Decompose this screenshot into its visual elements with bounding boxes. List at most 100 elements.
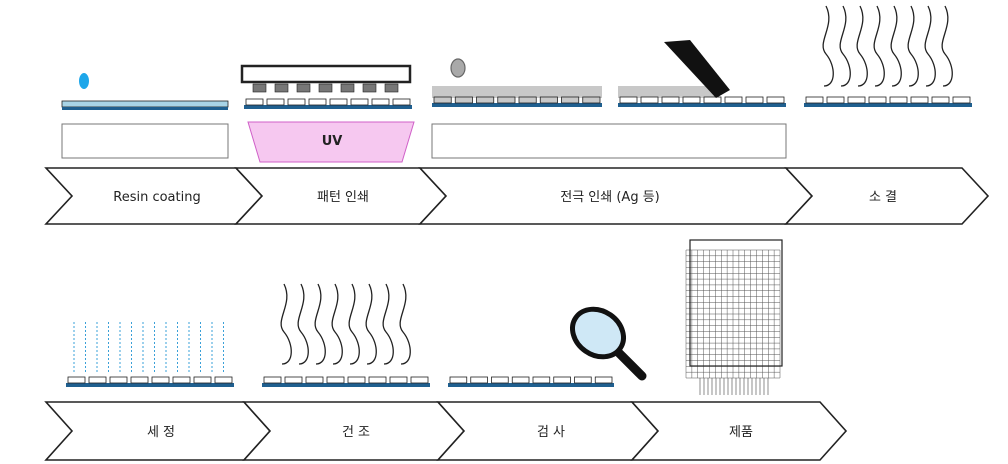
drying-substrate-pattern-cell	[326, 376, 345, 384]
sintering-heat-wave	[822, 5, 834, 87]
cleaning-substrate-pattern-cell	[151, 376, 170, 384]
sintering-substrate-pattern-cell	[847, 96, 866, 104]
pattern-substrate-pattern-cell	[308, 98, 327, 106]
sintering-substrate-pattern-cell	[910, 96, 929, 104]
product-frame	[689, 239, 783, 367]
pattern-mold-tooth	[296, 83, 311, 93]
drying-substrate-base	[262, 383, 430, 387]
sintering-substrate-base	[804, 103, 972, 107]
drying-heat-wave	[365, 283, 377, 365]
sintering-heat-wave	[873, 5, 885, 87]
sintering-substrate-pattern-cell	[931, 96, 950, 104]
squeegee-icon	[664, 40, 730, 98]
drying-heat-wave	[314, 283, 326, 365]
pattern-mold-tooth	[340, 83, 355, 93]
cleaning-substrate-pattern-cell	[88, 376, 107, 384]
drying-substrate-pattern-cell	[263, 376, 282, 384]
pattern-mold-tooth	[384, 83, 399, 93]
step-label-resin-coating: Resin coating	[113, 190, 200, 205]
drying-heat-wave	[382, 283, 394, 365]
cleaning-substrate-pattern-cell	[109, 376, 128, 384]
electrode-substrate-2-pattern-cell	[766, 96, 785, 104]
silver-paste-drop-icon	[450, 58, 466, 78]
step-label-electrode-print: 전극 인쇄 (Ag 등)	[560, 190, 660, 205]
electrode-substrate-1-base	[432, 103, 602, 107]
drying-substrate-pattern-cell	[284, 376, 303, 384]
inspection-substrate-pattern-cell	[449, 376, 468, 384]
magnifier-lens-icon	[570, 306, 626, 360]
electrode-substrate-1-pattern-cell	[539, 96, 558, 104]
resin-substrate-base	[62, 107, 228, 110]
pattern-mold-tooth	[318, 83, 333, 93]
electrode-substrate-2-pattern-cell	[640, 96, 659, 104]
pattern-mold-tooth	[274, 83, 289, 93]
step-label-cleaning: 세 정	[147, 425, 175, 440]
cleaning-substrate-pattern-cell	[214, 376, 233, 384]
electrode-substrate-1-pattern-cell	[454, 96, 473, 104]
drying-heat-wave	[399, 283, 411, 365]
electrode-substrate-2-pattern-cell	[619, 96, 638, 104]
electrode-paste-layer	[432, 86, 602, 98]
inspection-substrate-base	[448, 383, 614, 387]
step-label-pattern-print: 패턴 인쇄	[317, 190, 369, 205]
pattern-substrate-pattern-cell	[266, 98, 285, 106]
inspection-substrate-pattern-cell	[553, 376, 571, 384]
cleaning-substrate-pattern-cell	[193, 376, 212, 384]
drying-heat-wave	[297, 283, 309, 365]
electrode-substrate-2-base	[618, 103, 786, 107]
inspection-substrate-pattern-cell	[470, 376, 488, 384]
electrode-substrate-2-pattern-cell	[745, 96, 764, 104]
resin-tray	[61, 123, 229, 159]
electrode-paste-layer-partial	[618, 86, 718, 98]
pattern-mold	[240, 64, 412, 84]
pattern-substrate-pattern-cell	[329, 98, 348, 106]
drying-substrate-pattern-cell	[389, 376, 408, 384]
cleaning-substrate-pattern-cell	[67, 376, 86, 384]
resin-substrate-layer	[61, 100, 229, 108]
sintering-heat-wave	[856, 5, 868, 87]
inspection-substrate-pattern-cell	[532, 376, 551, 384]
step-label-inspection: 검 사	[537, 425, 565, 440]
sintering-heat-wave	[941, 5, 953, 87]
sintering-heat-wave	[890, 5, 902, 87]
drying-heat-wave	[331, 283, 343, 365]
drying-substrate-pattern-cell	[368, 376, 387, 384]
electrode-substrate-2-pattern-cell	[661, 96, 680, 104]
drying-heat-wave	[280, 283, 292, 365]
electrode-substrate-2-pattern-cell	[724, 96, 743, 104]
sintering-substrate-pattern-cell	[805, 96, 824, 104]
pattern-substrate-pattern-cell	[350, 98, 369, 106]
inspection-substrate-pattern-cell	[594, 376, 613, 384]
pattern-substrate-pattern-cell	[245, 98, 264, 106]
cleaning-substrate-base	[66, 383, 234, 387]
pattern-substrate-base	[244, 105, 412, 109]
sintering-substrate-pattern-cell	[868, 96, 887, 104]
uv-lamp	[247, 121, 415, 163]
sintering-heat-wave	[839, 5, 851, 87]
pattern-substrate-pattern-cell	[392, 98, 411, 106]
electrode-substrate-2-pattern-cell	[682, 96, 701, 104]
inspection-substrate-pattern-cell	[511, 376, 530, 384]
inspection-substrate-pattern-cell	[491, 376, 509, 384]
step-arrow-product	[630, 401, 848, 461]
electrode-tray	[431, 123, 787, 159]
cleaning-substrate-pattern-cell	[130, 376, 149, 384]
electrode-substrate-1-pattern-cell	[518, 96, 537, 104]
step-label-sintering: 소 결	[869, 190, 897, 205]
uv-label: UV	[322, 134, 343, 149]
drying-substrate-pattern-cell	[410, 376, 429, 384]
sintering-heat-wave	[907, 5, 919, 87]
step-arrow-sintering	[784, 167, 990, 225]
electrode-substrate-1-pattern-cell	[497, 96, 516, 104]
drying-substrate-pattern-cell	[347, 376, 366, 384]
inspection-substrate-pattern-cell	[574, 376, 592, 384]
electrode-substrate-1-pattern-cell	[433, 96, 452, 104]
step-label-drying: 건 조	[342, 425, 370, 440]
cleaning-substrate-pattern-cell	[172, 376, 191, 384]
drying-heat-wave	[348, 283, 360, 365]
pattern-mold-tooth	[252, 83, 267, 93]
step-label-product: 제품	[729, 425, 753, 440]
pattern-mold-tooth	[362, 83, 377, 93]
drying-substrate-pattern-cell	[305, 376, 324, 384]
